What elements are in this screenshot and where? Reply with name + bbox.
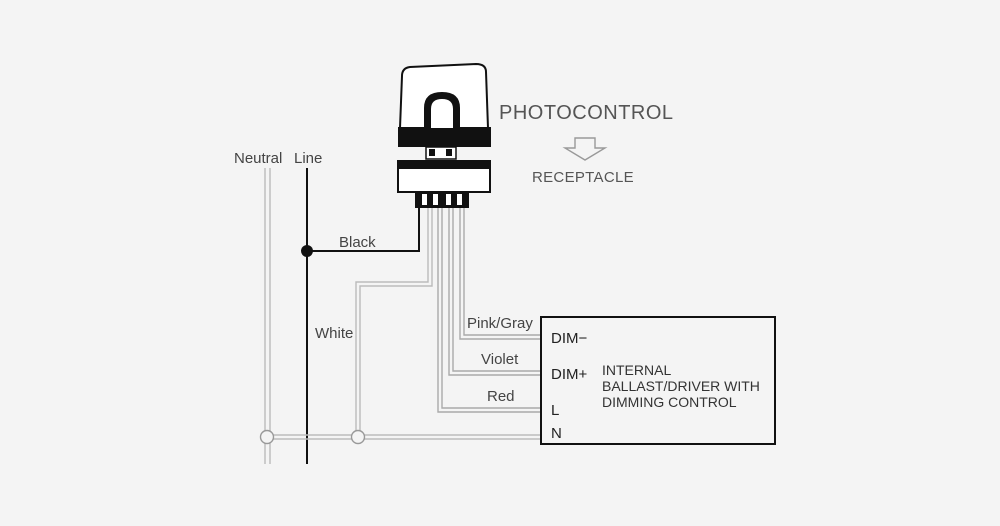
neutral-bus: [262, 434, 541, 440]
line-junction-dot: [301, 245, 313, 257]
line-label: Line: [294, 150, 323, 167]
neutral-label: Neutral: [234, 150, 283, 167]
violet-wire-label: Violet: [481, 351, 519, 368]
terminal-dim-plus: DIM+: [551, 366, 588, 383]
black-wire-label: Black: [339, 234, 376, 251]
pink-gray-wire-label: Pink/Gray: [467, 315, 533, 332]
red-wire-label: Red: [487, 388, 515, 405]
driver-description: INTERNAL BALLAST/DRIVER WITH DIMMING CON…: [602, 362, 760, 410]
terminal-dim-minus: DIM−: [551, 330, 588, 347]
driver-box: [540, 316, 776, 445]
receptacle: [397, 160, 491, 208]
down-arrow-icon: [562, 137, 608, 161]
white-junction-circle: [350, 429, 366, 445]
photocontrol-title: PHOTOCONTROL: [499, 102, 674, 124]
violet-wire: [448, 206, 541, 376]
red-wire: [437, 206, 541, 413]
photocontrol-device: [398, 62, 491, 160]
neutral-conductor: [264, 168, 271, 464]
receptacle-label: RECEPTACLE: [532, 169, 634, 186]
terminal-l: L: [551, 402, 560, 419]
pink-gray-wire: [459, 206, 541, 340]
terminal-n: N: [551, 425, 562, 442]
black-wire: [307, 206, 420, 252]
white-wire: [355, 206, 433, 436]
white-wire-label: White: [315, 325, 354, 342]
neutral-junction-circle: [259, 429, 275, 445]
